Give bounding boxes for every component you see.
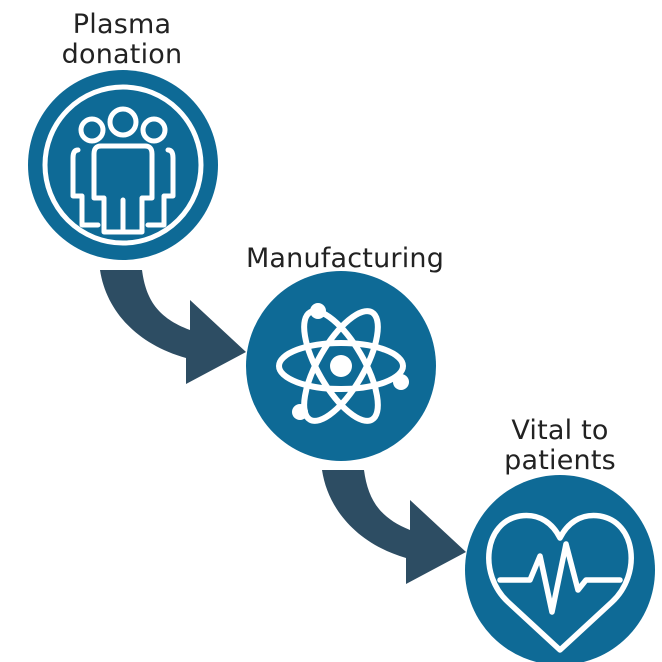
step-label-line: patients xyxy=(504,445,616,476)
step-label-vital-to-patients: Vital to patients xyxy=(480,416,640,476)
arrow-shape xyxy=(100,270,246,384)
step-label-line: Plasma xyxy=(72,9,172,40)
step-label-line: donation xyxy=(61,39,183,70)
step-label-manufacturing: Manufacturing xyxy=(220,244,470,274)
atom-icon xyxy=(276,303,409,424)
curved-arrow-1 xyxy=(100,270,246,384)
circle-outer xyxy=(28,70,218,260)
step-circle-manufacturing xyxy=(246,271,436,461)
people-group-icon xyxy=(70,106,176,235)
step-circle-plasma-donation xyxy=(28,70,218,260)
step-circle-vital-to-patients xyxy=(465,475,655,662)
arrow-shape xyxy=(322,470,466,584)
curved-arrow-2 xyxy=(322,470,466,584)
step-label-plasma-donation: Plasma donation xyxy=(42,10,202,70)
circle-ring xyxy=(42,84,204,246)
step-label-line: Manufacturing xyxy=(245,243,445,274)
step-label-line: Vital to xyxy=(511,415,609,446)
heart-pulse-icon xyxy=(486,512,634,653)
